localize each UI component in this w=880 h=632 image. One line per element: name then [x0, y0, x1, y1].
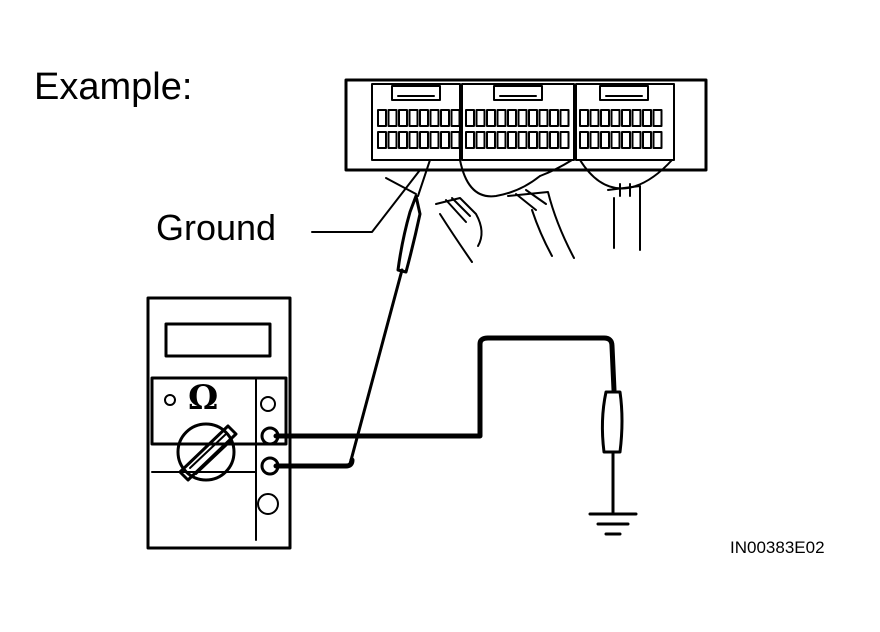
connector-pin: [450, 109, 461, 127]
connector-pin: [579, 109, 589, 127]
connector-pin: [631, 131, 642, 149]
ground-probe: [600, 390, 624, 514]
connector-pin: [440, 131, 450, 149]
connector-pin: [486, 109, 496, 127]
connector-pin: [377, 131, 387, 149]
wire-harness: [435, 159, 673, 263]
connector-pin: [559, 131, 570, 149]
connector-pin: [642, 109, 652, 127]
connector-pin: [528, 109, 538, 127]
connector-pin: [538, 109, 549, 127]
connector-pin: [600, 109, 610, 127]
connector-pin: [440, 109, 450, 127]
connector-pin: [621, 131, 631, 149]
connector-pin: [652, 109, 663, 127]
connector-pin: [387, 131, 398, 149]
connector-pin: [465, 109, 475, 127]
test-leads: [273, 335, 617, 469]
connector-pin: [579, 131, 589, 149]
ground-label: Ground: [156, 207, 277, 248]
connector-pin: [621, 109, 631, 127]
connector-pin: [642, 131, 652, 149]
connector-pin: [600, 131, 610, 149]
connector-pin: [377, 109, 387, 127]
example-label: Example:: [34, 66, 193, 108]
connector-pin: [429, 109, 440, 127]
multimeter-icon: [146, 296, 292, 550]
connector-pin: [589, 109, 600, 127]
connector-pin: [610, 109, 621, 127]
connector-pin: [486, 131, 496, 149]
connector-pin: [408, 109, 419, 127]
connector-pin: [507, 109, 517, 127]
ohm-symbol: Ω: [188, 378, 219, 418]
connector-pin: [408, 131, 419, 149]
connector-pin: [398, 131, 408, 149]
connector-pin: [549, 131, 559, 149]
connector-pin: [429, 131, 440, 149]
connector-pin: [631, 109, 642, 127]
figure-code: IN00383E02: [730, 538, 825, 557]
connector-pin: [610, 131, 621, 149]
connector-pin: [465, 131, 475, 149]
connector-pin: [475, 131, 486, 149]
ground-leader: [311, 169, 421, 233]
connector-pin: [496, 131, 507, 149]
connector-pin: [517, 131, 528, 149]
connector-pin: [549, 109, 559, 127]
connector-pin: [419, 131, 429, 149]
connector-pin: [507, 131, 517, 149]
connector-pin: [538, 131, 549, 149]
connector-pin: [652, 131, 663, 149]
connector-pin: [450, 131, 461, 149]
connector-pin: [517, 109, 528, 127]
connector-pin: [475, 109, 486, 127]
connector-pin: [496, 109, 507, 127]
ground-symbol-icon: [588, 512, 638, 536]
connector-pin: [589, 131, 600, 149]
connector-pin: [398, 109, 408, 127]
ecu-connector-icon: [344, 78, 708, 172]
test-probe-icon: [348, 159, 431, 466]
connector-pin: [528, 131, 538, 149]
connector-pin: [387, 109, 398, 127]
connector-pin: [419, 109, 429, 127]
connector-pin: [559, 109, 570, 127]
